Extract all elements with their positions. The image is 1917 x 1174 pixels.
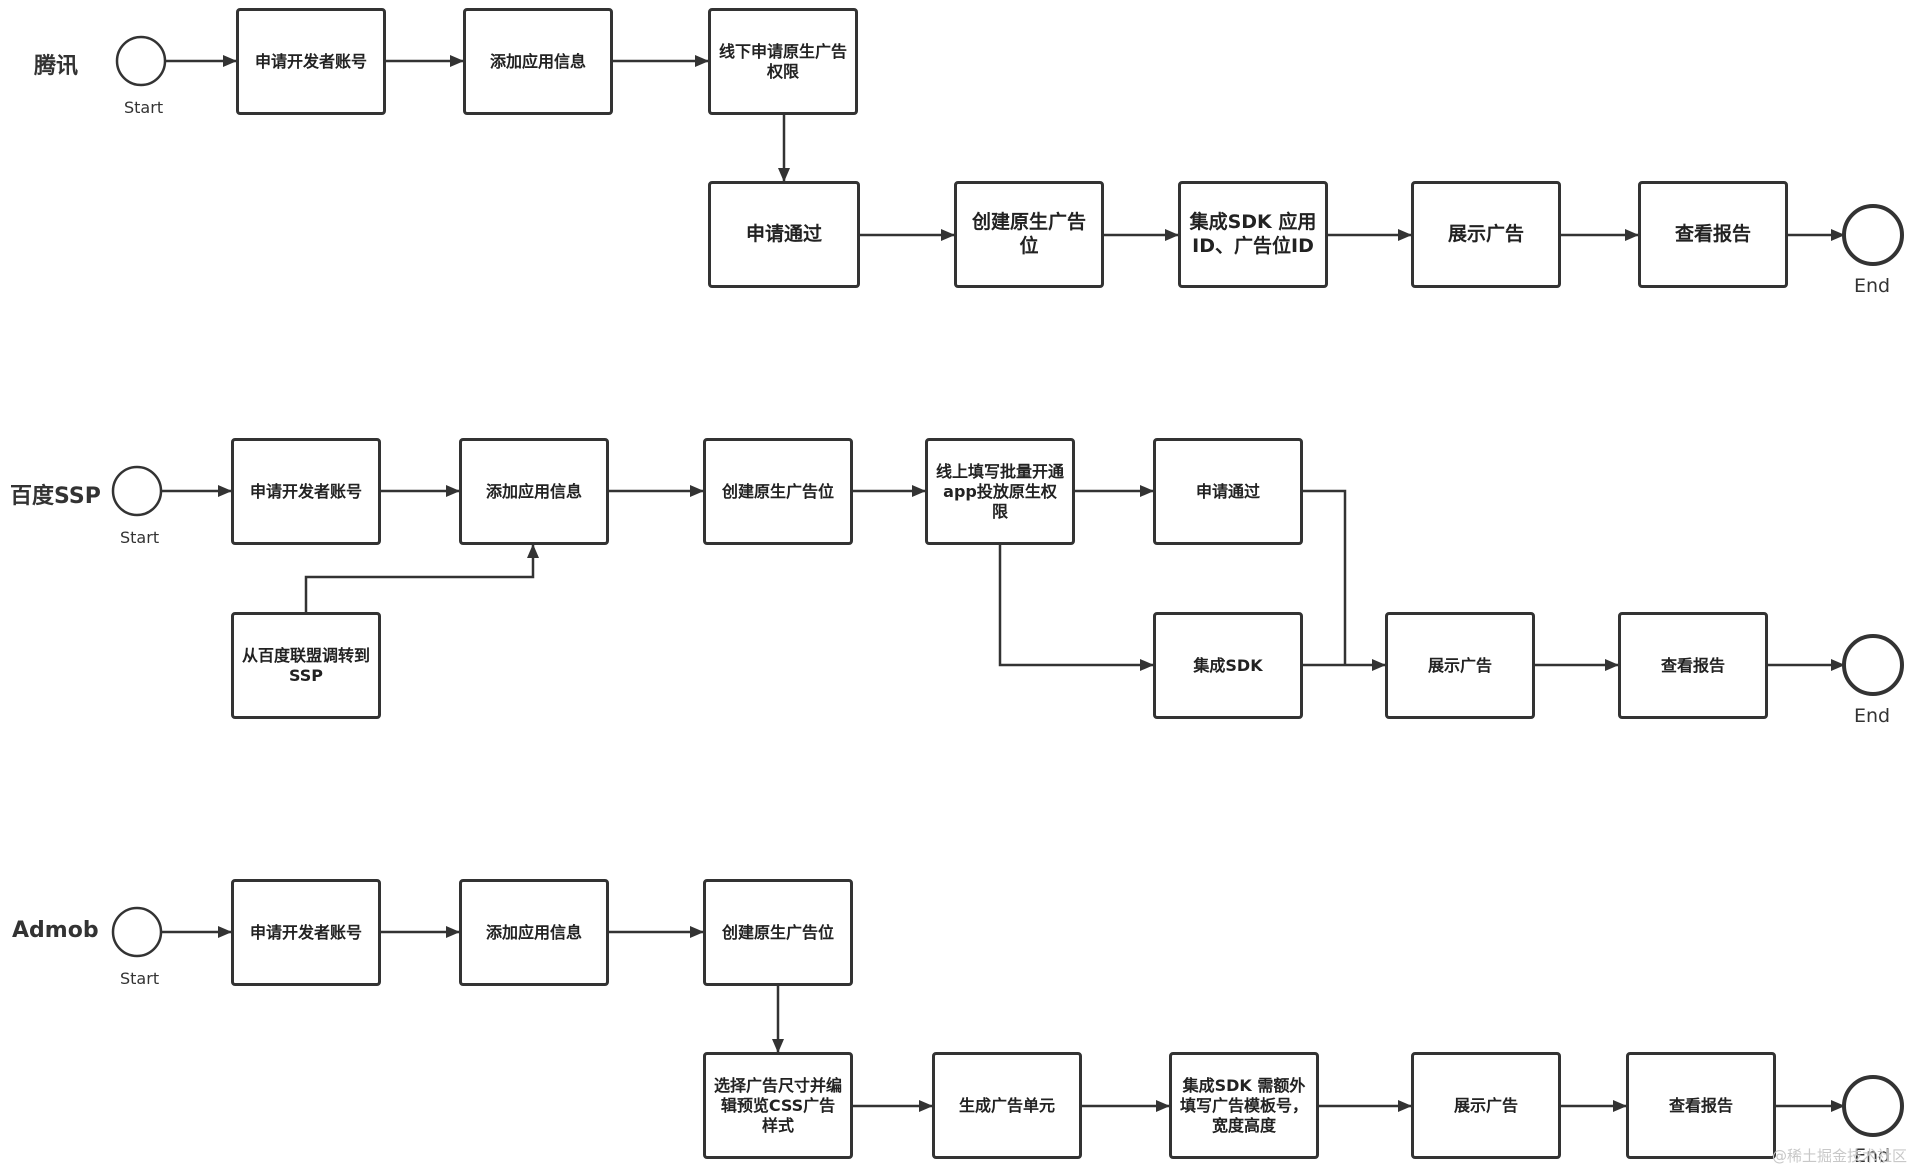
admob-node-show-ad[interactable]: 展示广告 <box>1411 1052 1561 1159</box>
baidu-node-approved[interactable]: 申请通过 <box>1153 438 1303 545</box>
baidu-node-view-report[interactable]: 查看报告 <box>1618 612 1768 719</box>
tencent-node-approved[interactable]: 申请通过 <box>708 181 860 288</box>
tencent-node-show-ad[interactable]: 展示广告 <box>1411 181 1561 288</box>
admob-node-integrate-sdk[interactable]: 集成SDK 需额外填写广告模板号，宽度高度 <box>1169 1052 1319 1159</box>
baidu-start-label: Start <box>120 528 160 547</box>
watermark: @稀土掘金技术社区 <box>1771 1147 1907 1165</box>
admob-end-event <box>1842 1075 1904 1137</box>
admob-end-label: End <box>1854 1145 1891 1167</box>
tencent-node-add-app[interactable]: 添加应用信息 <box>463 8 613 115</box>
tencent-node-integrate-sdk[interactable]: 集成SDK 应用ID、广告位ID <box>1178 181 1328 288</box>
baidu-start-event <box>111 465 163 517</box>
admob-start-event <box>111 906 163 958</box>
tencent-node-create-slot[interactable]: 创建原生广告位 <box>954 181 1104 288</box>
baidu-node-online-apply[interactable]: 线上填写批量开通app投放原生权限 <box>925 438 1075 545</box>
baidu-arrow-approved-to-show <box>1303 489 1347 665</box>
baidu-node-add-app[interactable]: 添加应用信息 <box>459 438 609 545</box>
admob-node-gen-unit[interactable]: 生成广告单元 <box>932 1052 1082 1159</box>
admob-node-view-report[interactable]: 查看报告 <box>1626 1052 1776 1159</box>
baidu-node-create-slot[interactable]: 创建原生广告位 <box>703 438 853 545</box>
admob-node-add-app[interactable]: 添加应用信息 <box>459 879 609 986</box>
baidu-node-apply-account[interactable]: 申请开发者账号 <box>231 438 381 545</box>
admob-start-label: Start <box>120 969 160 988</box>
baidu-node-redirect[interactable]: 从百度联盟调转到SSP <box>231 612 381 719</box>
baidu-end-label: End <box>1854 705 1891 727</box>
baidu-node-show-ad[interactable]: 展示广告 <box>1385 612 1535 719</box>
admob-node-select-size[interactable]: 选择广告尺寸并编辑预览CSS广告样式 <box>703 1052 853 1159</box>
admob-node-apply-account[interactable]: 申请开发者账号 <box>231 879 381 986</box>
baidu-node-integrate-sdk[interactable]: 集成SDK <box>1153 612 1303 719</box>
lane-label-tencent: 腾讯 <box>34 54 79 79</box>
baidu-arrow-online-to-sdk <box>998 545 1154 671</box>
baidu-arrow-redirect-to-app <box>304 544 539 612</box>
tencent-end-event <box>1842 204 1904 266</box>
tencent-start-event <box>115 35 167 87</box>
tencent-node-view-report[interactable]: 查看报告 <box>1638 181 1788 288</box>
baidu-end-event <box>1842 634 1904 696</box>
tencent-node-apply-account[interactable]: 申请开发者账号 <box>236 8 386 115</box>
lane-label-admob: Admob <box>12 918 99 943</box>
tencent-end-label: End <box>1854 275 1891 297</box>
lane-label-baidu: 百度SSP <box>10 484 101 509</box>
tencent-node-offline-apply[interactable]: 线下申请原生广告权限 <box>708 8 858 115</box>
tencent-start-label: Start <box>124 98 164 117</box>
admob-node-create-slot[interactable]: 创建原生广告位 <box>703 879 853 986</box>
